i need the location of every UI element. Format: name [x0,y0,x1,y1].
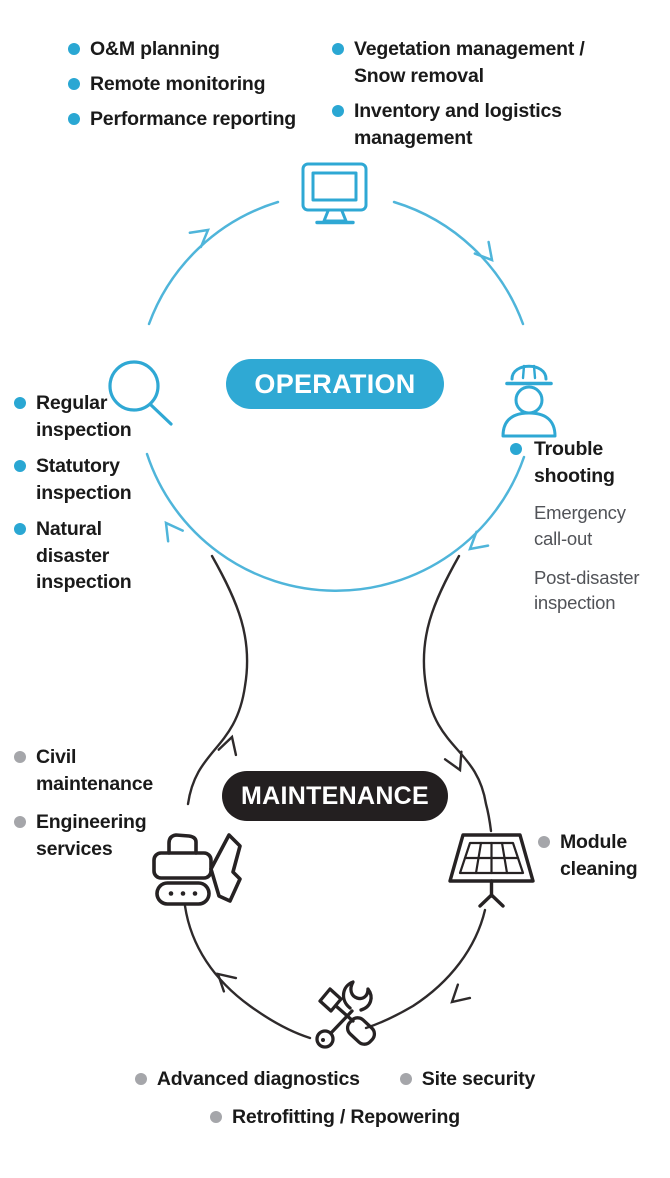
bullet-icon [134,1073,147,1085]
solar-panel-icon [448,833,535,908]
list-item-label: Performance reporting [90,107,297,130]
list-item: Performance reporting [68,106,328,133]
maintenance-cycle-arrows [183,554,493,1040]
list-item-label: Retrofitting / Repowering [232,1106,460,1128]
bullet-icon [14,815,26,828]
list-item: Site security [399,1066,536,1093]
list-item-label: O&M planning [90,38,220,60]
list-item: Remote monitoring [68,71,328,98]
bullet-icon [538,836,550,848]
monitor-icon [301,162,368,225]
operation-cycle-arrows [145,200,526,592]
list-item: Module cleaning [538,829,648,883]
tools-icon [315,980,377,1049]
list-item-label: Civil maintenance [36,746,154,795]
maintenance-bottom-row-1: Advanced diagnostics Site security [0,1066,670,1093]
list-item: Engineering services [14,809,154,863]
list-item: O&M planning [68,36,328,63]
list-item: Regular inspection [14,390,138,444]
list-item-label: Natural disaster inspection [36,517,132,594]
list-item-label: Vegetation management / Snow removal [354,38,585,87]
operation-inspection-list: Regular inspection Statutory inspection … [14,390,138,605]
list-item: Vegetation management / Snow removal [332,36,592,90]
bullet-icon [332,43,344,55]
bullet-icon [68,77,80,90]
list-item: Advanced diagnostics [134,1066,360,1093]
list-item: Statutory inspection [14,453,138,507]
list-item-label: Advanced diagnostics [156,1068,360,1090]
list-item: Natural disaster inspection [14,516,138,597]
operation-planning-list: O&M planning Remote monitoring Performan… [68,36,328,141]
worker-icon [501,364,557,438]
operation-management-list: Vegetation management / Snow removal Inv… [332,36,592,160]
list-item: Retrofitting / Repowering [210,1104,460,1131]
list-item: Inventory and logistics management [332,98,592,152]
bullet-icon [14,397,26,409]
list-item-label: Inventory and logistics management [354,99,562,149]
sub-item-label: Post-disaster inspection [534,566,640,614]
magnifier-icon [108,360,173,426]
bullet-icon [510,443,522,455]
maintenance-pill: MAINTENANCE [222,771,448,821]
bullet-icon [14,751,26,763]
list-item-label: Statutory inspection [36,454,132,504]
excavator-icon [152,833,242,906]
list-item-label: Remote monitoring [90,72,266,95]
maintenance-left-list: Civil maintenance Engineering services [14,744,154,863]
bullet-icon [14,522,26,535]
list-item: Trouble shooting [510,436,660,490]
list-item-label: Regular inspection [36,392,132,441]
bullet-icon [14,459,26,472]
list-item-label: Module cleaning [560,831,638,880]
bullet-icon [399,1073,412,1085]
list-item-label: Engineering services [36,810,147,860]
operation-trouble-list: Trouble shooting Emergency call-out Post… [510,436,660,616]
operation-pill: OPERATION [226,359,444,409]
sub-item-label: Emergency call-out [534,501,626,549]
list-item-label: Trouble shooting [534,438,615,487]
maintenance-bottom-row-2: Retrofitting / Repowering [0,1104,670,1131]
bullet-icon [210,1111,223,1123]
bullet-icon [68,112,80,125]
bullet-icon [332,104,344,117]
list-item-label: Site security [421,1068,536,1090]
bullet-icon [68,43,80,55]
list-item: Civil maintenance [14,744,154,798]
maintenance-right-list: Module cleaning [538,829,648,883]
